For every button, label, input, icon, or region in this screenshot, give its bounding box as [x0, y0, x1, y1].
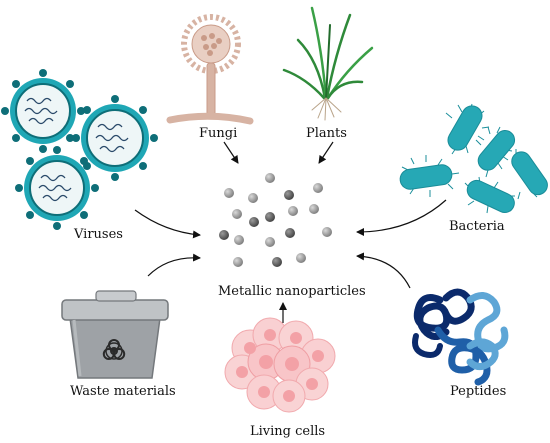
- fungi-icon: [166, 14, 254, 125]
- label-fungi: Fungi: [199, 126, 238, 141]
- arrow-waste: [147, 253, 201, 277]
- nanoparticles-icon: [219, 173, 332, 267]
- label-waste-materials: Waste materials: [70, 384, 176, 399]
- arrow-fungi: [223, 141, 239, 164]
- label-living-cells: Living cells: [250, 424, 326, 439]
- label-viruses: Viruses: [74, 227, 123, 242]
- bacteria-icon: [399, 103, 548, 214]
- biohazard-icon: [102, 339, 126, 360]
- arrow-peptides: [356, 252, 411, 289]
- peptide-icon: [412, 288, 509, 386]
- label-metallic-nanoparticles: Metallic nanoparticles: [218, 284, 366, 299]
- plant-icon: [282, 6, 374, 121]
- label-bacteria: Bacteria: [449, 219, 505, 234]
- arrow-bacteria: [356, 199, 447, 236]
- arrows: [134, 141, 447, 323]
- label-peptides: Peptides: [450, 384, 507, 399]
- label-plants: Plants: [306, 126, 347, 141]
- cells-icon: [224, 317, 336, 413]
- virus-icon: [1, 69, 158, 230]
- arrow-viruses: [134, 209, 201, 239]
- waste-bin-icon: [61, 290, 169, 379]
- arrow-plants: [318, 141, 334, 164]
